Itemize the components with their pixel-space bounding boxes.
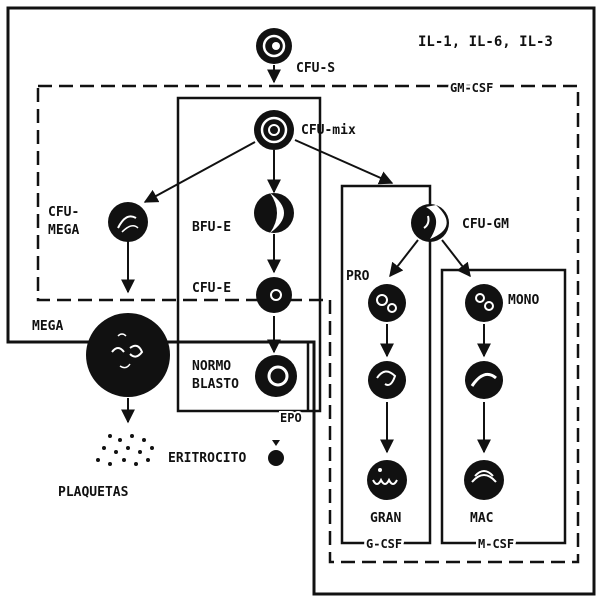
plaquetas-dots bbox=[96, 434, 154, 466]
cfu-mix-cell bbox=[254, 110, 294, 150]
mono-cell bbox=[465, 284, 503, 322]
epo-label: EPO bbox=[280, 411, 302, 425]
cfu-gm-cell bbox=[411, 204, 449, 242]
bfu-e-cell bbox=[254, 193, 294, 233]
cfu-mix-label: CFU-mix bbox=[301, 123, 356, 138]
mac-cell bbox=[464, 460, 504, 500]
pro-label: PRO bbox=[346, 269, 370, 284]
mega-cell bbox=[86, 313, 170, 397]
mega-label: MEGA bbox=[32, 319, 63, 334]
cfu-s-label: CFU-S bbox=[296, 61, 335, 76]
normoblasto-label-2: BLASTO bbox=[192, 377, 239, 392]
monocyte-cell bbox=[465, 361, 503, 399]
cfu-e-label: CFU-E bbox=[192, 281, 231, 296]
arrow-mix-to-mega bbox=[145, 142, 255, 202]
m-csf-box bbox=[442, 270, 565, 543]
bfu-e-label: BFU-E bbox=[192, 220, 231, 235]
cfu-gm-label: CFU-GM bbox=[462, 217, 509, 232]
gm-csf-label: GM-CSF bbox=[450, 81, 493, 95]
cfu-mega-label-1: CFU- bbox=[48, 205, 79, 220]
cfu-e-cell bbox=[256, 277, 292, 313]
mono-label: MONO bbox=[508, 293, 539, 308]
cfu-mega-cell bbox=[108, 202, 148, 242]
eritrocito-cell bbox=[268, 440, 284, 466]
g-csf-label: G-CSF bbox=[366, 537, 402, 551]
cfu-mega-label-2: MEGA bbox=[48, 223, 79, 238]
arrow-cfugm-to-pro bbox=[390, 240, 418, 276]
plaquetas-label: PLAQUETAS bbox=[58, 485, 129, 500]
m-csf-label: M-CSF bbox=[478, 537, 514, 551]
gran-label: GRAN bbox=[370, 511, 401, 526]
pro-cell bbox=[368, 284, 406, 322]
arrow-mix-to-cfugm bbox=[295, 140, 392, 183]
gran-cell bbox=[367, 460, 407, 500]
normoblasto-label-1: NORMO bbox=[192, 359, 231, 374]
cytokines-il-label: IL-1, IL-6, IL-3 bbox=[418, 34, 553, 50]
eritrocito-label: ERITROCITO bbox=[168, 451, 246, 466]
normoblasto-cell bbox=[255, 355, 297, 397]
cfu-s-cell bbox=[256, 28, 292, 64]
mac-label: MAC bbox=[470, 511, 493, 526]
myelocyte-cell bbox=[368, 361, 406, 399]
